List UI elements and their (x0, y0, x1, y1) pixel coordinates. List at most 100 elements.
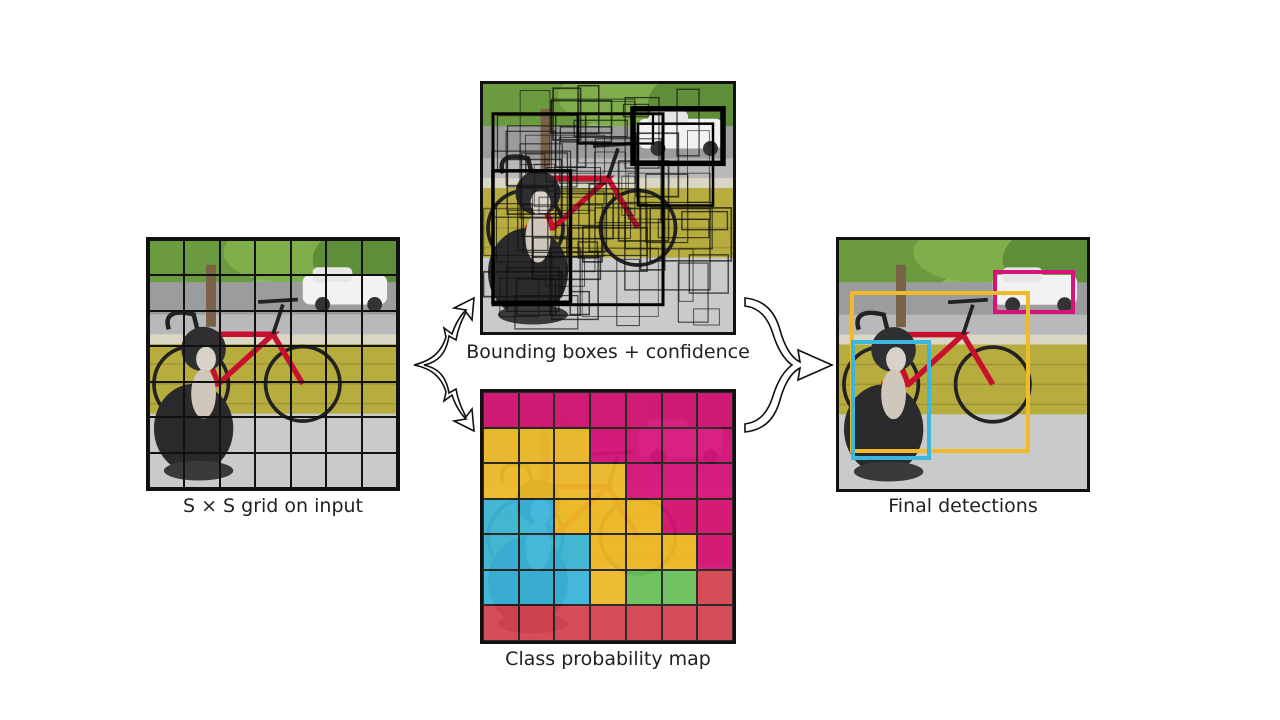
class-cell (518, 569, 555, 606)
candidate-box (573, 119, 628, 138)
grid-cell (184, 275, 220, 311)
class-cell (625, 569, 662, 606)
class-cell (518, 534, 555, 570)
grid-cell (219, 452, 256, 488)
grid-cell (290, 310, 327, 347)
grid-cell (184, 417, 220, 453)
grid-cell (361, 240, 397, 276)
candidate-box (483, 208, 534, 256)
caption-bboxes: Bounding boxes + confidence (466, 341, 750, 363)
class-cell (661, 427, 698, 464)
candidate-box (545, 167, 601, 183)
class-cell (697, 569, 733, 606)
final-detections-panel (836, 237, 1090, 492)
class-cell (483, 605, 519, 641)
class-cell (483, 427, 519, 464)
candidate-box (559, 126, 613, 143)
grid-cell (219, 346, 256, 382)
class-cell (483, 498, 519, 535)
grid-cell (184, 240, 220, 276)
grid-cell (149, 275, 185, 311)
candidate-box (496, 114, 578, 171)
class-cell (590, 427, 626, 464)
candidate-box (588, 183, 608, 253)
candidate-box (594, 138, 662, 224)
grid-cell (361, 381, 397, 418)
grid-cell (149, 417, 185, 453)
candidate-box (554, 192, 614, 240)
candidate-box (581, 247, 659, 317)
grid-cell (255, 310, 291, 347)
class-cell (518, 392, 555, 428)
candidate-box (524, 134, 605, 174)
input-grid-panel (146, 237, 400, 491)
grid-cell (290, 381, 327, 418)
class-cell (590, 498, 626, 535)
grid-cell (361, 310, 397, 347)
grid-cell (184, 346, 220, 382)
class-cell (554, 605, 591, 641)
class-cell (554, 534, 591, 570)
detection-box-dog (851, 340, 931, 460)
grid-cell (326, 381, 362, 418)
class-cell (697, 534, 733, 570)
grid-cell (361, 346, 397, 382)
class-cell (697, 392, 733, 428)
grid-cell (326, 310, 362, 347)
caption-classmap: Class probability map (505, 648, 711, 670)
candidate-box (657, 218, 710, 239)
class-cell (625, 392, 662, 428)
grid-cell (326, 240, 362, 276)
caption-input: S × S grid on input (183, 495, 363, 517)
candidate-box (687, 130, 710, 203)
candidate-box (627, 172, 711, 220)
grid-cell (149, 310, 185, 347)
grid-cell (361, 452, 397, 488)
grid-cell (361, 275, 397, 311)
candidate-box (525, 153, 546, 172)
grid-cell (219, 275, 256, 311)
candidate-box (578, 203, 648, 257)
class-cell (483, 392, 519, 428)
candidate-box (693, 308, 720, 326)
grid-cell (219, 417, 256, 453)
candidate-box (533, 163, 556, 208)
caption-final: Final detections (888, 495, 1038, 517)
candidate-box (495, 203, 533, 263)
class-cell (518, 427, 555, 464)
candidate-box (505, 130, 557, 187)
candidate-box (483, 270, 563, 298)
grid-cell (149, 346, 185, 382)
candidate-box (678, 248, 694, 302)
class-cell (661, 463, 698, 499)
class-cell (625, 605, 662, 641)
candidate-box (649, 207, 733, 262)
grid-cell (219, 240, 256, 276)
candidate-box (645, 173, 689, 244)
class-cell (590, 463, 626, 499)
class-cell (697, 498, 733, 535)
sxs-grid (149, 240, 397, 488)
class-cell (625, 534, 662, 570)
merge-arrow-icon (744, 297, 834, 433)
grid-cell (184, 452, 220, 488)
grid-cell (149, 381, 185, 418)
grid-cell (255, 346, 291, 382)
candidate-box (581, 225, 603, 263)
candidate-box (549, 247, 581, 317)
grid-cell (184, 381, 220, 418)
class-cell (590, 605, 626, 641)
grid-cell (149, 240, 185, 276)
class-cell (697, 463, 733, 499)
class-cell (661, 392, 698, 428)
grid-cell (326, 346, 362, 382)
class-probability-grid (483, 392, 733, 641)
grid-cell (255, 275, 291, 311)
grid-cell (326, 417, 362, 453)
class-cell (625, 427, 662, 464)
class-cell (625, 463, 662, 499)
candidate-box (514, 295, 579, 330)
class-cell (625, 498, 662, 535)
candidate-boxes (483, 84, 733, 330)
high-confidence-box (630, 106, 726, 167)
